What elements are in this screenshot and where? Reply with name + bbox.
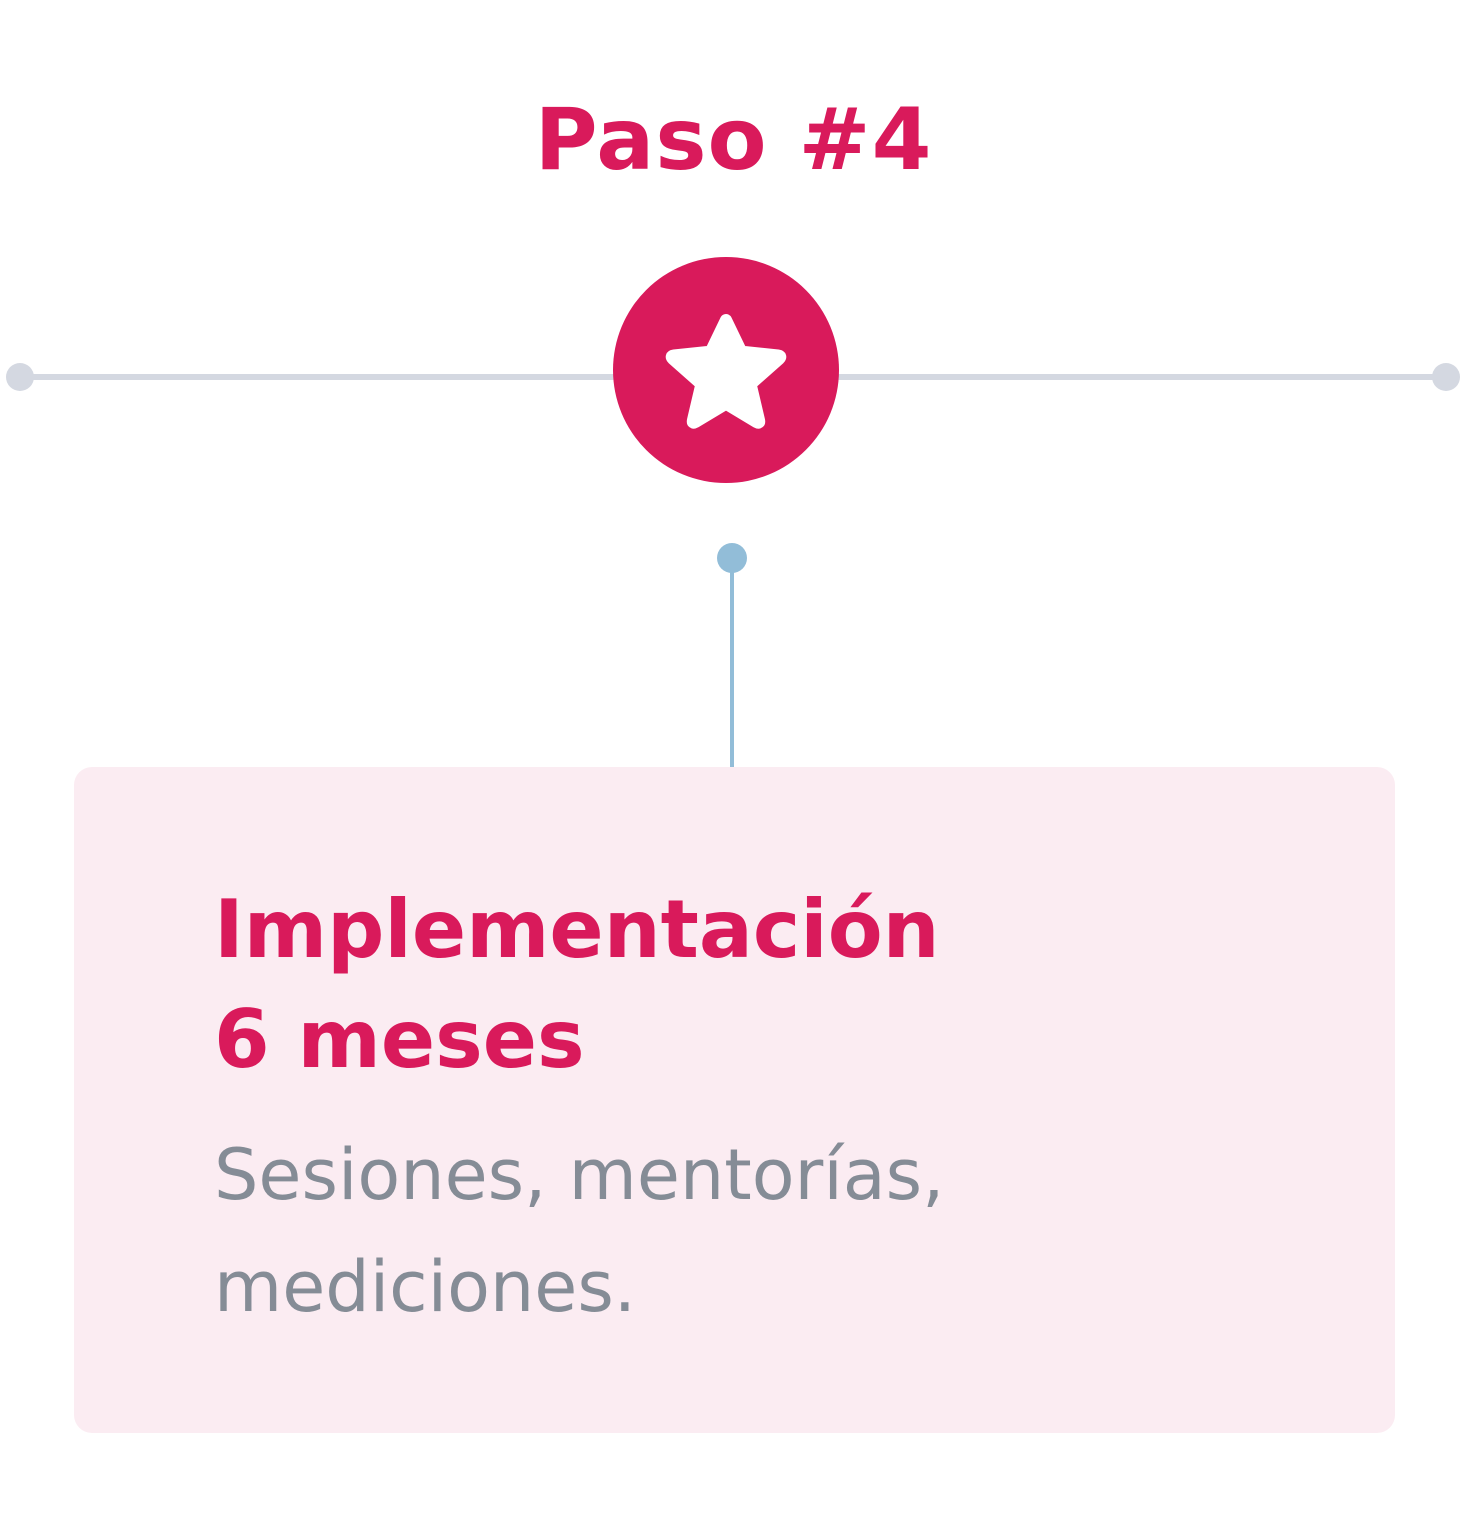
card-title: Implementación 6 meses (214, 875, 940, 1095)
timeline (0, 250, 1467, 590)
card-title-line-1: Implementación (214, 883, 940, 976)
step-card: Implementación 6 meses Sesiones, mentorí… (74, 767, 1395, 1433)
timeline-end-dot (1432, 363, 1460, 391)
step-title: Paso #4 (534, 90, 933, 190)
star-shape (665, 314, 787, 429)
card-title-line-2: 6 meses (214, 993, 585, 1086)
star-icon (613, 257, 839, 483)
connector-line (730, 580, 734, 770)
card-description: Sesiones, mentorías, mediciones. (214, 1119, 944, 1343)
card-description-line-1: Sesiones, mentorías, (214, 1134, 945, 1216)
timeline-start-dot (6, 363, 34, 391)
card-description-line-2: mediciones. (214, 1246, 637, 1328)
timeline-graphic (6, 257, 1460, 590)
